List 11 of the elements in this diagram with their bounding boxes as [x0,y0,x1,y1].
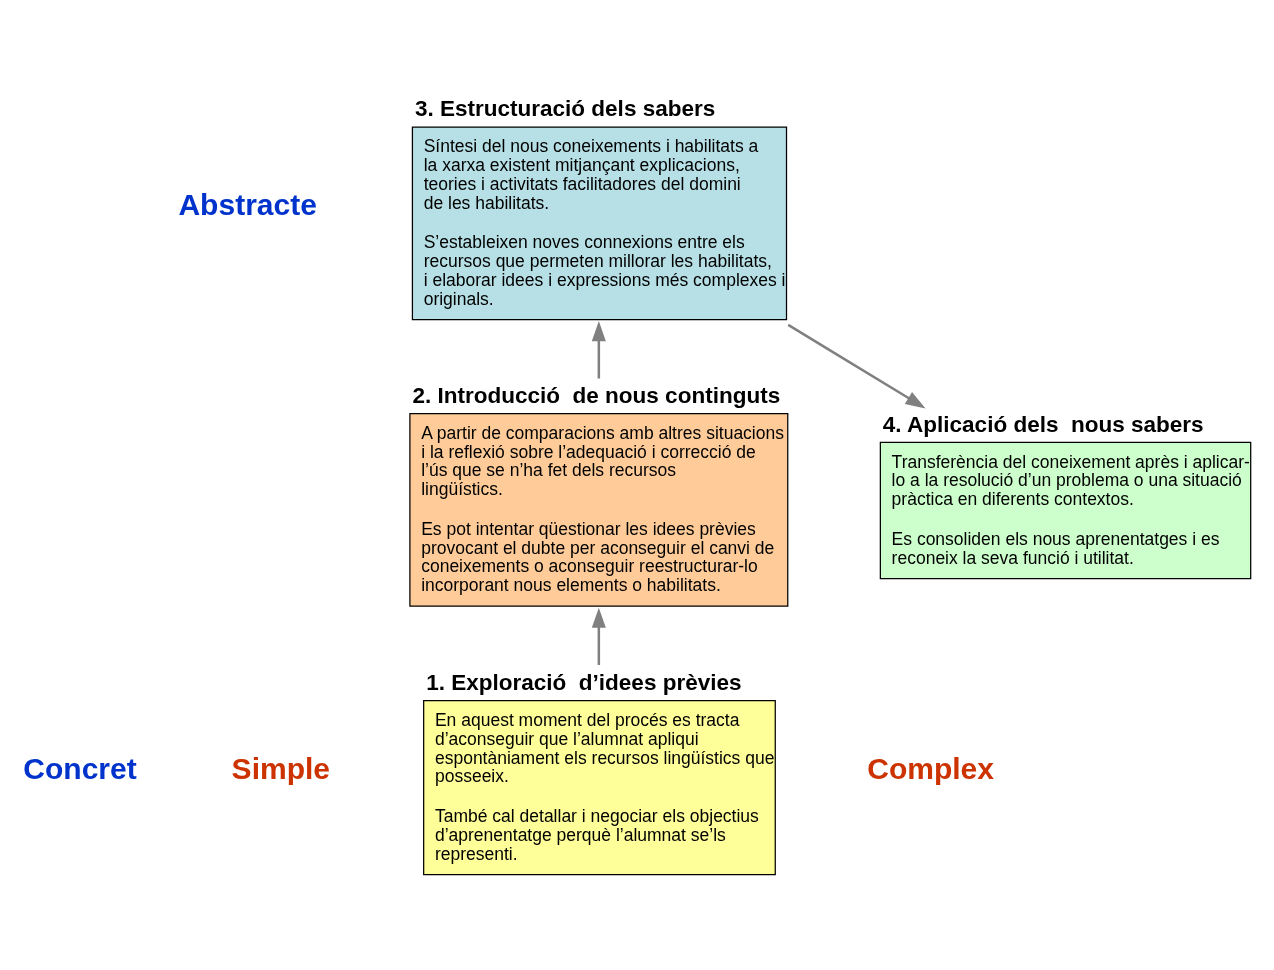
node-label: 1. Exploració d’idees prèvies [426,669,742,695]
label: Abstracte [178,187,317,221]
node-label: 3. Estructuració dels sabers [414,95,716,121]
label: Complex [867,751,994,785]
arrow [787,323,926,408]
label: Concret [23,751,137,785]
arrow [591,320,606,378]
node-label: 2. Introducció de nous continguts [412,382,781,408]
node-label: 4. Aplicació dels nous sabers [882,411,1204,437]
arrow [591,607,606,665]
label: Simple [231,751,331,785]
